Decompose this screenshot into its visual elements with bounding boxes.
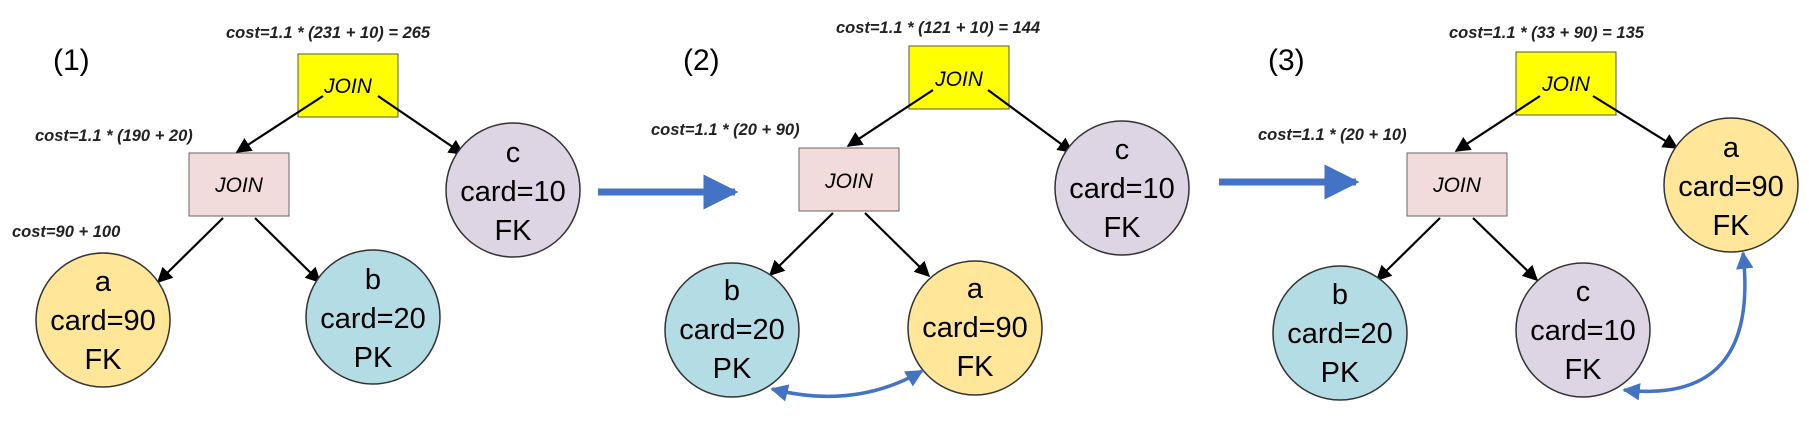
step-2-edge-inner-a bbox=[864, 212, 931, 278]
step-3-root-join-box bbox=[1515, 51, 1617, 116]
step-3-swap-arrow bbox=[1622, 251, 1754, 401]
step-2-node-a-key: FK bbox=[956, 351, 994, 383]
step-3-node-b bbox=[1272, 265, 1408, 401]
step-3-edge-inner-c bbox=[1472, 217, 1539, 282]
step-2: (2) cost=1.1 * (121 + 10) = 144 JOIN cos… bbox=[651, 19, 1190, 402]
step-3-inner-join-box bbox=[1406, 152, 1508, 217]
step-3-inner-cost: cost=1.1 * (20 + 10) bbox=[1258, 126, 1407, 144]
step-2-node-b-key: PK bbox=[713, 353, 752, 385]
step-2-node-b-card: card=20 bbox=[679, 314, 785, 346]
step-1-node-c bbox=[445, 122, 581, 258]
step-1-label: (1) bbox=[53, 44, 90, 77]
step-2-inner-join-label: JOIN bbox=[824, 170, 874, 193]
step-2-edge-inner-b bbox=[768, 212, 834, 277]
step-3-node-b-name: b bbox=[1332, 279, 1348, 311]
step-3-edge-inner-b bbox=[1375, 217, 1441, 282]
step-3-node-c-card: card=10 bbox=[1530, 315, 1636, 347]
step-1-node-c-key: FK bbox=[494, 215, 532, 247]
step-1-root-join-box bbox=[297, 53, 399, 118]
step-3-node-c-key: FK bbox=[1564, 354, 1602, 386]
step-2-node-a-name: a bbox=[967, 273, 984, 305]
step-1-node-b-card: card=20 bbox=[320, 303, 426, 335]
step-3-edge-root-inner bbox=[1454, 95, 1541, 152]
step-2-label: (2) bbox=[683, 44, 720, 77]
step-1-node-b bbox=[305, 249, 441, 385]
step-2-node-a-card: card=90 bbox=[922, 312, 1028, 344]
step-2-root-join-label: JOIN bbox=[934, 68, 984, 91]
step-3-label: (3) bbox=[1268, 44, 1305, 77]
step-3-node-b-card: card=20 bbox=[1287, 318, 1393, 350]
step-2-node-c-card: card=10 bbox=[1069, 173, 1175, 205]
step-1-root-cost: cost=1.1 * (231 + 10) = 265 bbox=[226, 24, 431, 42]
step-2-edge-root-inner bbox=[846, 89, 934, 147]
step-1-edge-root-inner bbox=[235, 95, 324, 153]
step-3: (3) cost=1.1 * (33 + 90) = 135 JOIN cost… bbox=[1258, 24, 1799, 401]
step-1-edge-inner-b bbox=[254, 217, 322, 284]
step-1-edge-inner-a bbox=[156, 217, 224, 284]
step-3-node-b-key: PK bbox=[1321, 357, 1360, 389]
step-1-inner-join-label: JOIN bbox=[214, 174, 264, 197]
step-3-node-a-card: card=90 bbox=[1678, 171, 1784, 203]
step-2-root-cost: cost=1.1 * (121 + 10) = 144 bbox=[836, 19, 1040, 37]
step-3-node-c-name: c bbox=[1576, 276, 1591, 308]
step-3-inner-join-label: JOIN bbox=[1432, 174, 1482, 197]
step-3-root-cost: cost=1.1 * (33 + 90) = 135 bbox=[1449, 24, 1645, 42]
step-1-edge-root-c bbox=[377, 95, 465, 155]
step-1-root-join-label: JOIN bbox=[323, 75, 373, 98]
step-2-node-c-key: FK bbox=[1103, 212, 1141, 244]
step-2-inner-cost: cost=1.1 * (20 + 90) bbox=[651, 121, 800, 139]
step-2-inner-join-box bbox=[798, 147, 900, 212]
step-3-node-a-key: FK bbox=[1712, 210, 1750, 242]
step-2-root-join-box bbox=[908, 45, 1010, 110]
step-2-node-b-name: b bbox=[724, 275, 740, 307]
step-3-root-join-label: JOIN bbox=[1541, 73, 1591, 96]
step-3-node-a-name: a bbox=[1723, 132, 1740, 164]
step-2-edge-root-c bbox=[987, 89, 1074, 153]
step-1-inner-cost: cost=1.1 * (190 + 20) bbox=[35, 127, 193, 145]
step-1-node-c-card: card=10 bbox=[460, 176, 566, 208]
step-2-swap-arrow bbox=[770, 369, 924, 402]
step-1-node-a-card: card=90 bbox=[50, 305, 156, 337]
step-1-leaf-cost: cost=90 + 100 bbox=[12, 223, 121, 241]
step-2-node-a bbox=[907, 260, 1043, 396]
step-1-node-b-key: PK bbox=[354, 342, 393, 374]
step-2-node-c bbox=[1054, 120, 1190, 256]
step-1-node-a-name: a bbox=[95, 266, 112, 298]
step-2-node-b bbox=[664, 262, 800, 398]
step-1-node-a-key: FK bbox=[84, 344, 122, 376]
step-1-node-c-name: c bbox=[506, 137, 521, 169]
step-1-node-a bbox=[35, 252, 171, 388]
step-1: (1) cost=1.1 * (231 + 10) = 265 JOIN cos… bbox=[12, 24, 581, 388]
step-3-edge-root-a bbox=[1592, 95, 1679, 149]
step-1-inner-join-box bbox=[188, 152, 290, 217]
step-1-node-b-name: b bbox=[365, 264, 381, 296]
step-2-node-c-name: c bbox=[1115, 134, 1130, 166]
